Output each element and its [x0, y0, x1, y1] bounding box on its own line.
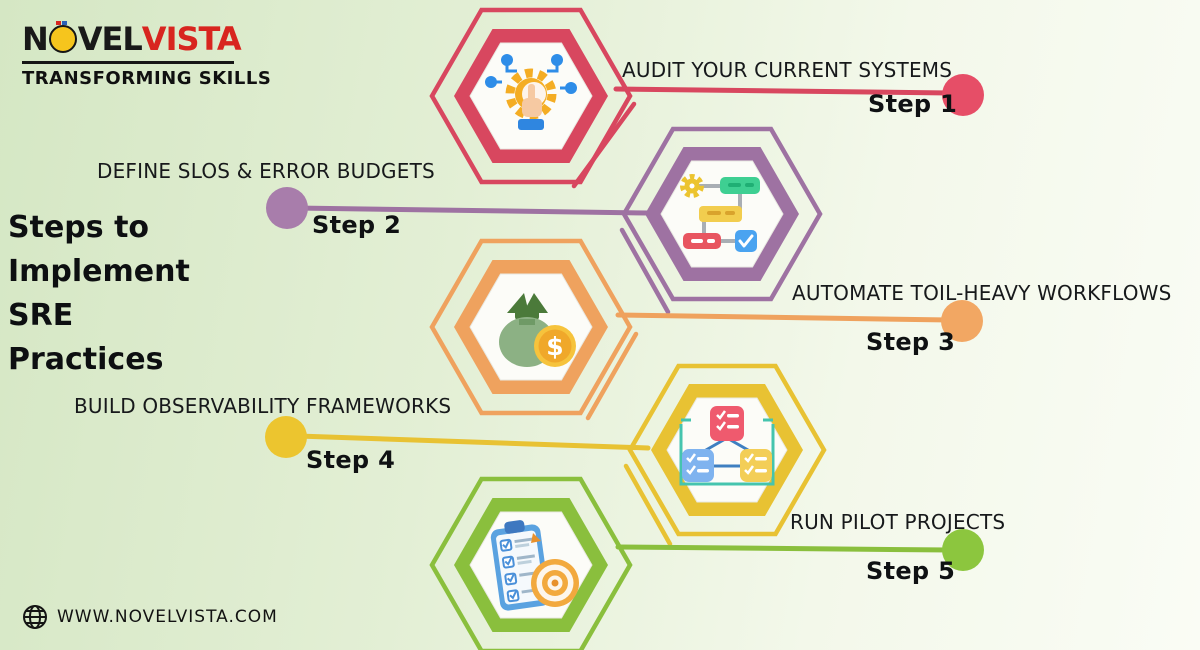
- step-circle-4: [265, 416, 307, 458]
- step-hexagon-outline-5: [429, 476, 633, 650]
- step-label-2: DEFINE SLOS & ERROR BUDGETS: [97, 159, 435, 183]
- logo-tagline: TRANSFORMING SKILLS: [22, 68, 272, 89]
- logo-accent: VISTA: [141, 20, 242, 58]
- step-number-3: Step 3: [866, 328, 956, 356]
- step-label-5: RUN PILOT PROJECTS: [790, 510, 1006, 534]
- step-hexagon-outline-2: [621, 126, 823, 302]
- step-hexagon-outline-1: [429, 7, 633, 185]
- step-circle-2: [266, 187, 308, 229]
- workflow-diagram-icon: [680, 174, 760, 252]
- step-hexagon-outline-3: [429, 238, 633, 416]
- flow-trail-4: [623, 463, 673, 547]
- step-circle-1: [942, 74, 984, 116]
- connector-line-3: [615, 312, 953, 323]
- page-title: Steps to Implement SRE Practices: [8, 206, 190, 382]
- step-label-4: BUILD OBSERVABILITY FRAMEWORKS: [74, 394, 452, 418]
- website-bar: WWW.NOVELVISTA.COM: [22, 604, 278, 630]
- mindmap-checklist-icon: [679, 406, 775, 486]
- logo-bulb-icon: [48, 21, 77, 53]
- step-number-4: Step 4: [306, 446, 396, 474]
- step-label-1: AUDIT YOUR CURRENT SYSTEMS: [622, 58, 953, 82]
- logo-underline: [22, 61, 234, 64]
- logo-mid: VEL: [77, 20, 143, 58]
- title-line-2: Implement: [8, 254, 190, 289]
- step-circle-3: [941, 300, 983, 342]
- audit-gear-network-icon: [485, 54, 577, 130]
- dollar-glyph: $: [546, 332, 563, 361]
- title-line-4: Practices: [8, 342, 164, 377]
- connector-line-5: [615, 544, 953, 553]
- globe-icon: [23, 605, 47, 629]
- step-circle-5: [942, 529, 984, 571]
- flow-trail-3: [585, 331, 639, 421]
- step-number-2: Step 2: [312, 211, 402, 239]
- connector-line-4: [295, 433, 651, 451]
- connector-line-2: [292, 205, 651, 216]
- logo-prefix: N: [22, 20, 49, 58]
- step-hexagon-outline-4: [627, 363, 827, 537]
- title-line-3: SRE: [8, 298, 74, 333]
- step-label-3: AUTOMATE TOIL-HEAVY WORKFLOWS: [792, 281, 1172, 305]
- step-number-1: Step 1: [868, 90, 958, 118]
- money-bag-icon: $: [499, 293, 576, 367]
- title-line-1: Steps to: [8, 210, 150, 245]
- clipboard-target-icon: [490, 520, 579, 611]
- connector-line-1: [613, 86, 953, 96]
- website-url: WWW.NOVELVISTA.COM: [57, 607, 278, 627]
- step-number-5: Step 5: [866, 557, 956, 585]
- flow-trail-2: [619, 227, 671, 315]
